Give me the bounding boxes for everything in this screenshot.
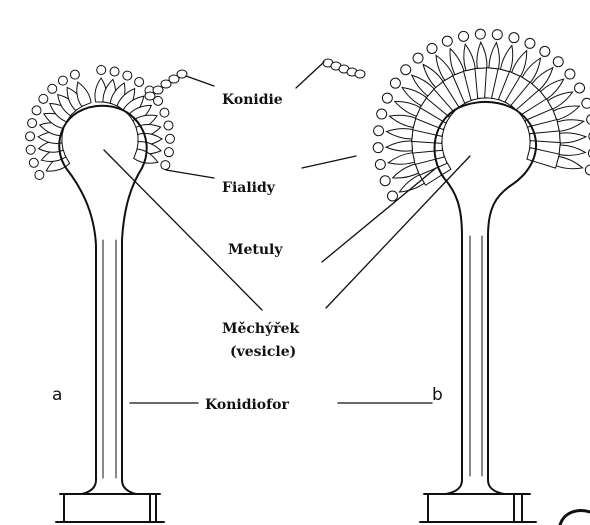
conidium [32, 106, 41, 115]
leader-vesicle-a [104, 150, 262, 310]
conidium [110, 67, 119, 76]
conidium [97, 66, 106, 75]
conidium [525, 38, 535, 48]
conidium [39, 94, 48, 103]
conidium [145, 92, 155, 100]
label-vesicle: (vesicle) [230, 344, 296, 360]
conidium [492, 30, 502, 40]
conidium [177, 70, 187, 78]
leader-konidie-a [186, 76, 214, 86]
phialide [501, 45, 513, 71]
conidia-chain-a [145, 70, 187, 100]
conidium [540, 46, 550, 56]
conidium [355, 70, 365, 78]
phialide [557, 120, 583, 132]
conidium [575, 83, 585, 93]
conidium [29, 158, 38, 167]
phialide [553, 106, 579, 120]
conidium [375, 159, 385, 169]
conidiophore-b [323, 29, 590, 525]
conidium [160, 108, 169, 117]
conidium [582, 98, 590, 108]
conidium [587, 115, 590, 125]
conidium [70, 70, 79, 79]
conidium [380, 176, 390, 186]
conidium [164, 148, 173, 157]
conidium [28, 119, 37, 128]
conidium [123, 71, 132, 80]
conidium [377, 109, 387, 119]
conidium [161, 161, 170, 170]
phialide [387, 129, 413, 139]
conidium [35, 171, 44, 180]
phialides-a [26, 66, 175, 180]
phialide [560, 133, 586, 143]
phialide [389, 115, 415, 127]
conidium [442, 36, 452, 46]
leader-fialidy-a [166, 170, 214, 178]
leader-vesicle-b [326, 156, 470, 308]
label-metuly: Metuly [228, 242, 283, 258]
vesicle-stipe-b [435, 102, 536, 494]
conidium [48, 84, 57, 93]
conidium [553, 57, 563, 67]
phialide [489, 43, 499, 69]
phialide [450, 49, 464, 75]
conidium [427, 43, 437, 53]
conidium [165, 134, 174, 143]
conidium [373, 143, 383, 153]
panel-label-a: a [52, 385, 62, 405]
conidium [26, 145, 35, 154]
conidiophore-a [26, 66, 187, 522]
conidium [509, 33, 519, 43]
conidium [401, 65, 411, 75]
leader-konidie-b [296, 62, 324, 88]
label-konidiofor: Konidiofor [205, 397, 290, 413]
metulae-phialides-b [373, 29, 590, 201]
phialide [464, 44, 476, 70]
conidium [135, 77, 144, 86]
leader-metuly-b [322, 168, 436, 262]
label-konidie: Konidie [222, 92, 283, 108]
conidium [459, 31, 469, 41]
conidium [153, 86, 163, 94]
phialide [395, 101, 421, 116]
conidium [390, 78, 400, 88]
conidium [58, 76, 67, 85]
conidium [475, 29, 485, 39]
conidium [565, 69, 575, 79]
conidium [413, 53, 423, 63]
phialide [388, 153, 414, 165]
conidium [585, 165, 590, 175]
label-fialidy: Fialidy [222, 180, 276, 196]
phialide [477, 42, 487, 68]
conidia-chain-b [323, 59, 365, 78]
conidium [164, 121, 173, 130]
panel-label-b: b [432, 385, 443, 405]
conidium [382, 93, 392, 103]
phialide [512, 51, 527, 77]
phialide [393, 164, 419, 178]
foot-cell-b [420, 494, 536, 522]
conidium [374, 126, 384, 136]
corner-mark [560, 511, 590, 525]
leader-fialidy-b [302, 156, 356, 168]
conidium [26, 132, 35, 141]
phialide [556, 157, 582, 169]
phialide [559, 145, 585, 155]
conidium [387, 191, 397, 201]
foot-cell-a [56, 494, 164, 522]
label-mechyrek: Měchýřek [222, 320, 300, 337]
phialide [386, 141, 412, 151]
